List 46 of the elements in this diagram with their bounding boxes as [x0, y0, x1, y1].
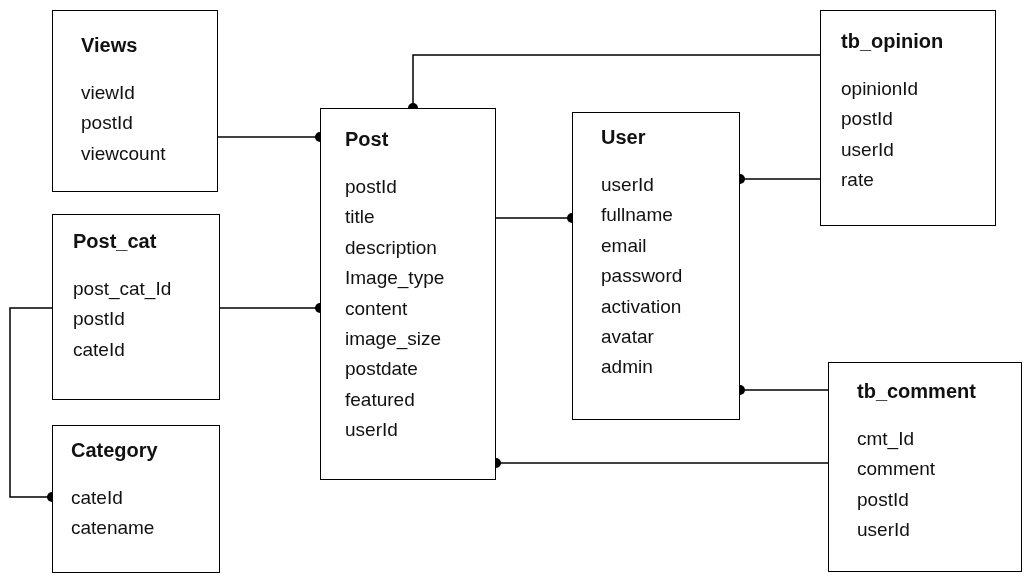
field-name: cmt_Id	[857, 427, 915, 451]
field-name: postId	[841, 107, 893, 132]
field-name: comment	[857, 457, 936, 482]
field-name: description	[345, 235, 437, 260]
field-name: avatar	[601, 325, 654, 349]
table-box	[52, 10, 218, 192]
field-name: email	[601, 233, 647, 258]
field-name: postdate	[345, 357, 418, 382]
field-name: featured	[345, 387, 415, 412]
field-name: fullname	[601, 203, 673, 228]
table-title: Category	[71, 438, 158, 462]
table-box	[828, 362, 1022, 572]
field-name: userId	[601, 173, 654, 197]
table-box	[572, 112, 740, 420]
table-title: Views	[81, 33, 138, 57]
field-name: opinionId	[841, 77, 919, 101]
field-name: admin	[601, 355, 653, 380]
table-box	[52, 214, 220, 400]
table-title: User	[601, 125, 646, 149]
field-name: activation	[601, 294, 682, 319]
field-name: postId	[857, 487, 909, 512]
field-name: postId	[81, 111, 133, 136]
table-title: Post_cat	[73, 229, 157, 253]
table-title: tb_comment	[857, 379, 976, 403]
field-name: rate	[841, 168, 874, 193]
table-title: tb_opinion	[841, 29, 944, 53]
field-name: cateId	[73, 337, 125, 362]
field-name: title	[345, 205, 375, 230]
field-name: viewId	[81, 81, 135, 105]
field-name: Image_type	[345, 266, 445, 291]
field-name: content	[345, 296, 408, 321]
field-name: cateId	[71, 486, 123, 510]
table-title: Post	[345, 127, 389, 151]
field-name: catename	[71, 516, 155, 541]
field-name: userId	[841, 137, 894, 162]
field-name: image_size	[345, 327, 442, 351]
field-name: userId	[345, 418, 398, 443]
field-name: viewcount	[81, 141, 166, 166]
field-name: password	[601, 264, 683, 289]
field-name: post_cat_Id	[73, 277, 172, 301]
field-name: postId	[345, 175, 397, 199]
table-box	[320, 108, 496, 480]
table-box	[820, 10, 996, 226]
table-box	[52, 425, 220, 573]
field-name: userId	[857, 518, 910, 543]
field-name: postId	[73, 307, 125, 332]
